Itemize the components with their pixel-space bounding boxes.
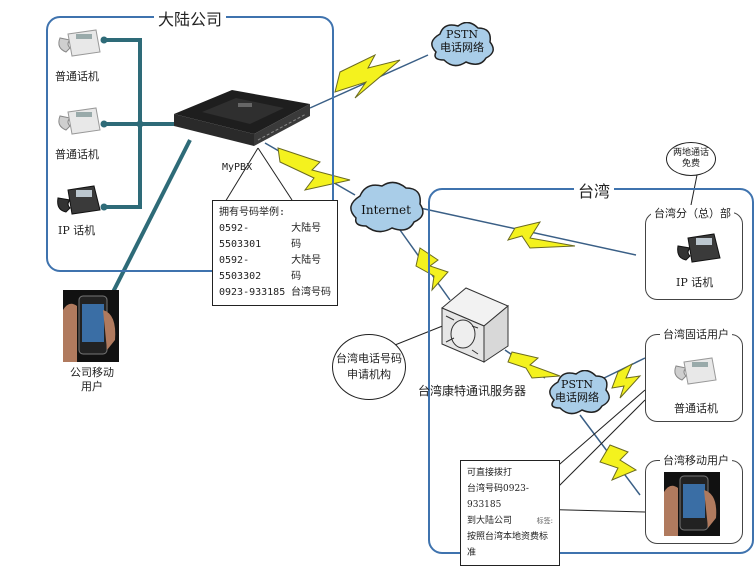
desk-phone-2 [56, 104, 102, 138]
pstn-cloud-top-text: PSTN 电话网络 [440, 28, 484, 54]
free-call-oval: 两地通话 免费 [666, 142, 716, 176]
taiwan-ip-phone [676, 232, 722, 266]
ip-phone-icon [677, 233, 721, 263]
taiwan-mobile-phone [664, 472, 720, 536]
pstn-cloud-top [426, 21, 496, 68]
taiwan-landline-title: 台湾固话用户 [660, 326, 732, 342]
callout-row: 0923-933185 台湾号码 [219, 287, 331, 298]
desk-phone-1 [56, 26, 102, 60]
mypbx-label: MyPBX [222, 162, 253, 173]
cloud-icon [350, 181, 424, 233]
internet-cloud [346, 180, 426, 240]
mainland-company-title: 大陆公司 [154, 6, 227, 30]
internet-cloud-text: Internet [361, 203, 411, 217]
ip-phone-mainland-label: IP 话机 [58, 224, 96, 237]
desk-phone-icon [674, 357, 717, 385]
mainland-number-callout: 拥有号码举例: 0592-5503301 大陆号码 0592-5503302 大… [212, 200, 338, 306]
callout-row: 0592-5503302 大陆号码 [219, 255, 322, 282]
ip-phone-mainland [56, 184, 102, 218]
mainland-mobile-phone [63, 290, 119, 362]
server-icon [441, 287, 509, 363]
mypbx-device [172, 86, 312, 148]
taiwan-dial-callout: 可直接拨打 台湾号码0923-933185 到大陆公司 标签: 按照台湾本地资费… [460, 460, 560, 566]
desk-phone-1-label: 普通话机 [55, 70, 99, 83]
cloud-icon [431, 21, 494, 67]
pstn-cloud-bottom-text: PSTN 电话网络 [555, 378, 599, 404]
pstn-cloud-bottom [544, 369, 610, 416]
smartphone-icon [664, 475, 717, 536]
mainland-mobile-label: 公司移动 用户 [70, 366, 114, 393]
taiwan-server-label: 台湾康特通讯服务器 [418, 384, 527, 398]
taiwan-desk-phone-label: 普通话机 [674, 402, 718, 415]
callout-heading: 拥有号码举例: [219, 207, 286, 218]
pbx-icon [174, 90, 310, 146]
smartphone-icon [63, 295, 116, 362]
desk-phone-2-label: 普通话机 [55, 148, 99, 161]
desk-phone-icon [58, 29, 101, 57]
callout-row: 0592-5503301 大陆号码 [219, 223, 322, 250]
taiwan-branch-title: 台湾分（总）部 [651, 205, 734, 221]
taiwan-mobile-title: 台湾移动用户 [660, 452, 732, 468]
lightning-bolts [277, 53, 642, 481]
taiwan-server [440, 284, 510, 364]
cloud-icon [549, 369, 610, 415]
taiwan-region-title: 台湾 [574, 178, 615, 202]
applicant-oval: 台湾电话号码 申请机构 [332, 334, 406, 400]
taiwan-desk-phone [672, 354, 718, 388]
desk-phone-icon [58, 107, 101, 135]
taiwan-ip-phone-label: IP 话机 [676, 276, 714, 289]
ip-phone-icon [57, 185, 101, 215]
